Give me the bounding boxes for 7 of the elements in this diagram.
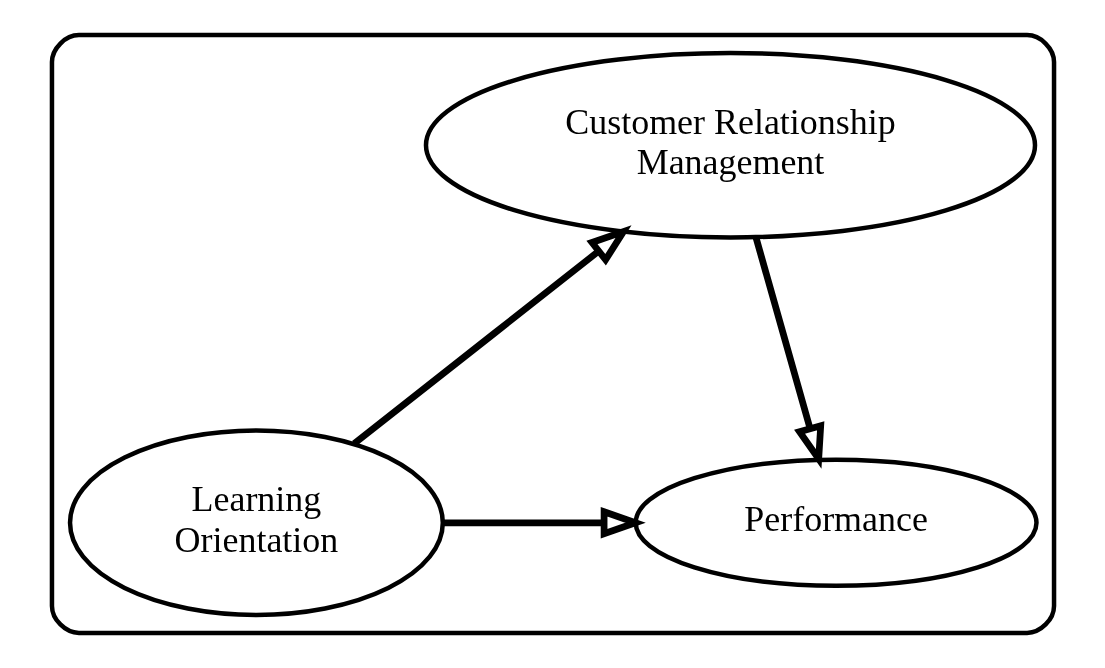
arrow — [752, 236, 824, 469]
node-ellipse: Learning Orientation — [67, 428, 445, 618]
node-ellipse: Performance — [632, 457, 1039, 589]
cluster — [49, 32, 1056, 636]
arrow — [442, 507, 646, 539]
arrow — [351, 225, 631, 447]
node-ellipse: Customer Relationship Management — [423, 50, 1037, 240]
